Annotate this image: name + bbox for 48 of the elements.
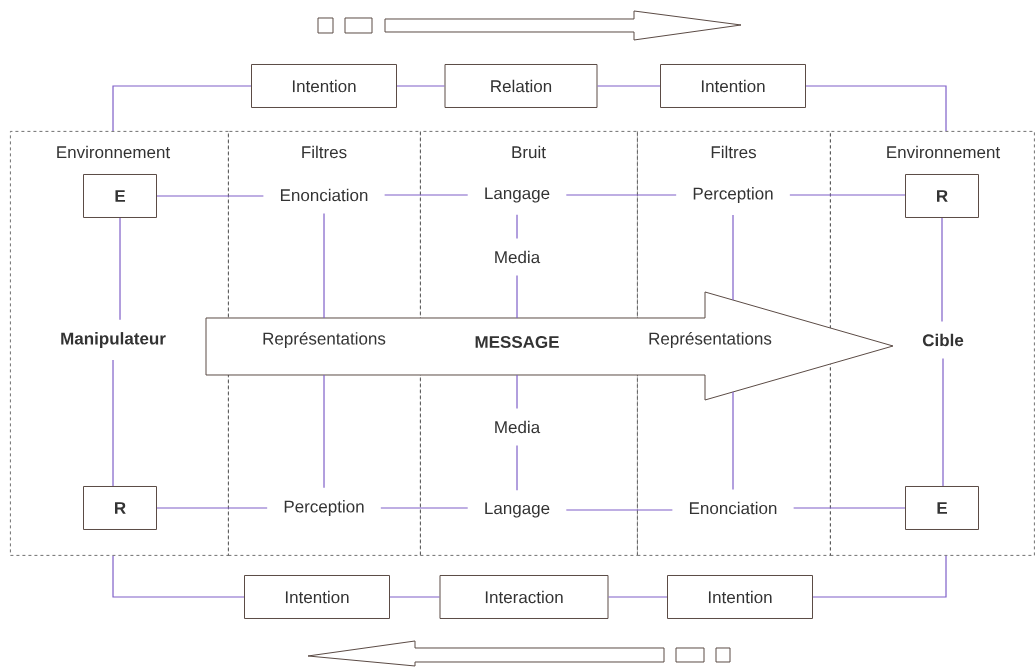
stage-label: Media [495, 420, 541, 434]
label-box: E [905, 486, 979, 530]
label-box: Intention [251, 64, 397, 108]
connector-line [565, 194, 677, 196]
connector-line [119, 217, 121, 321]
connector-line [516, 274, 518, 319]
label-box: Intention [667, 575, 813, 619]
label-box: Relation [444, 64, 598, 108]
connector-line [323, 374, 325, 489]
stage-label: Media [495, 250, 541, 264]
stage-label: Enonciation [690, 501, 777, 515]
stage-label: Perception [284, 500, 364, 516]
stage-label: Cible [922, 333, 964, 347]
connector-line [112, 555, 245, 598]
connector-line [156, 507, 268, 509]
connector-line [516, 374, 518, 410]
label-box: R [905, 174, 979, 218]
stage-label: Langage [485, 502, 550, 518]
connector-line [516, 214, 518, 240]
stage-label: Langage [485, 187, 550, 203]
stage-label: Enonciation [281, 188, 368, 202]
connector-line [323, 212, 325, 319]
connector-line [384, 194, 469, 196]
connector-line [596, 85, 661, 87]
connector-line [941, 217, 943, 323]
connector-line [156, 195, 264, 197]
connector-line [112, 85, 252, 132]
label-box: E [83, 174, 157, 218]
connector-line [812, 555, 947, 598]
label-box: R [83, 486, 157, 530]
label-box: Interaction [439, 575, 609, 619]
connector-line [805, 85, 947, 132]
connector-line [389, 596, 441, 598]
stage-label: Perception [693, 187, 773, 203]
connector-line [396, 85, 446, 87]
connector-line [789, 194, 906, 196]
connector-line [516, 444, 518, 491]
connector-line [380, 507, 469, 509]
connector-line [565, 509, 673, 511]
stage-label: Manipulateur [61, 332, 166, 348]
connector-line [732, 214, 734, 301]
label-box: Intention [660, 64, 806, 108]
connector-line [607, 596, 668, 598]
connector-line [942, 357, 944, 487]
connector-line [732, 391, 734, 491]
label-box: Intention [244, 575, 390, 619]
connector-line [112, 359, 114, 487]
connector-line [793, 507, 906, 509]
